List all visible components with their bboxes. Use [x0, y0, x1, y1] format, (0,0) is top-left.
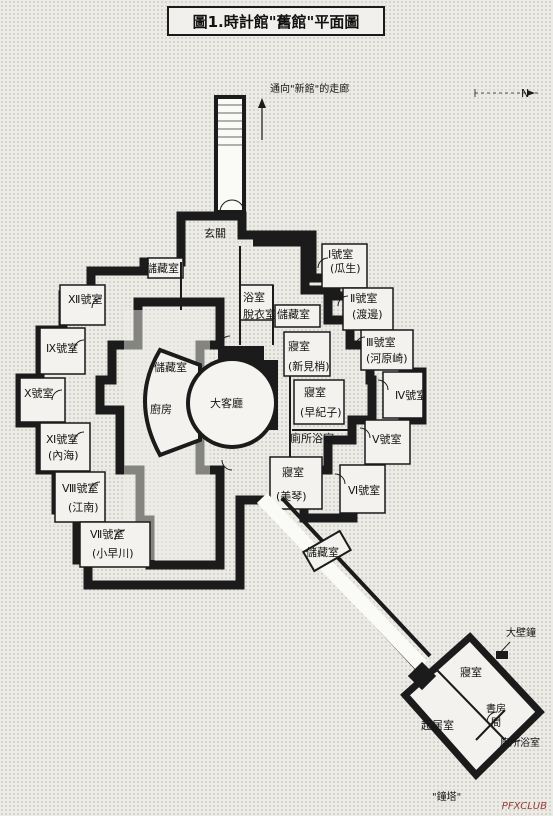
room-9: Ⅸ號室: [46, 341, 78, 355]
room-storage-mid: 儲藏室: [277, 307, 310, 321]
room-hall: 大客廳: [210, 396, 243, 410]
room-bed-1-name: (新見梢): [288, 359, 330, 373]
room-6: Ⅵ號室: [348, 483, 380, 497]
tower-study-2: 間: [491, 717, 501, 729]
north-label: N: [521, 87, 529, 100]
room-labels: 玄關 儲藏室 浴室 脫衣室 儲藏室 儲藏室 廚房 大客廳 Ⅰ號室 (瓜生) Ⅱ號…: [24, 82, 540, 803]
room-storage-kitchen: 儲藏室: [154, 360, 187, 374]
room-4: Ⅳ號室: [395, 388, 427, 402]
room-bed-2-name: (早紀子): [300, 406, 342, 419]
room-11: Ⅺ號室: [46, 432, 78, 446]
page-title: 圖1.時計館"舊館"平面圖: [167, 6, 385, 36]
room-7-name: (小早川): [92, 547, 134, 560]
corridor-note: 通向"新館"的走廊: [270, 82, 349, 95]
tower-study: 書房: [486, 702, 506, 715]
room-5: Ⅴ號室: [372, 432, 402, 446]
room-10: Ⅹ號室: [24, 386, 54, 400]
tower-bed: 寢室: [460, 665, 482, 679]
room-7: Ⅶ號室: [90, 527, 124, 541]
tower-clock: 大壁鐘: [506, 626, 536, 639]
watermark: PFXCLUB: [501, 801, 547, 812]
room-toilet-bath: 廁所浴室: [290, 431, 334, 445]
room-3-name: (河原崎): [366, 351, 408, 365]
room-bed-3: 寢室: [282, 465, 304, 479]
room-kitchen: 廚房: [150, 402, 172, 416]
clock-tower-label: "鐘塔": [432, 790, 461, 803]
room-bath: 浴室: [243, 290, 265, 304]
room-8-name: (江南): [68, 501, 99, 514]
room-storage-bottom: 儲藏室: [306, 545, 339, 559]
tower-bath: 廁所浴室: [500, 736, 540, 749]
room-11-name: (內海): [48, 448, 79, 462]
room-bed-2: 寢室: [304, 385, 326, 399]
room-8: Ⅷ號室: [62, 481, 99, 495]
rooms-layer: [19, 243, 424, 568]
clock-tower: [400, 632, 545, 781]
north-arrow-icon: [474, 89, 540, 97]
room-storage-top: 儲藏室: [146, 261, 179, 275]
interior-walls: [180, 246, 350, 457]
kitchen-wall: [143, 347, 202, 458]
room-3: Ⅲ號室: [366, 335, 396, 349]
room-2-name: (渡邊): [352, 307, 383, 321]
tower-corridor: [256, 493, 432, 672]
room-1-name: (瓜生): [330, 261, 361, 275]
room-1: Ⅰ號室: [328, 247, 353, 261]
room-genkan: 玄關: [204, 226, 226, 240]
room-bed-3-name: (美琴): [276, 490, 307, 503]
north-corridor: [214, 95, 266, 214]
room-bed-1: 寢室: [288, 339, 310, 353]
room-2: Ⅱ號室: [350, 291, 377, 305]
room-dressing: 脫衣室: [243, 307, 276, 321]
room-12: Ⅻ號室: [68, 292, 102, 306]
tower-living: 起居室: [421, 718, 454, 732]
door-swings: [51, 199, 389, 541]
central-hall: [186, 346, 278, 449]
